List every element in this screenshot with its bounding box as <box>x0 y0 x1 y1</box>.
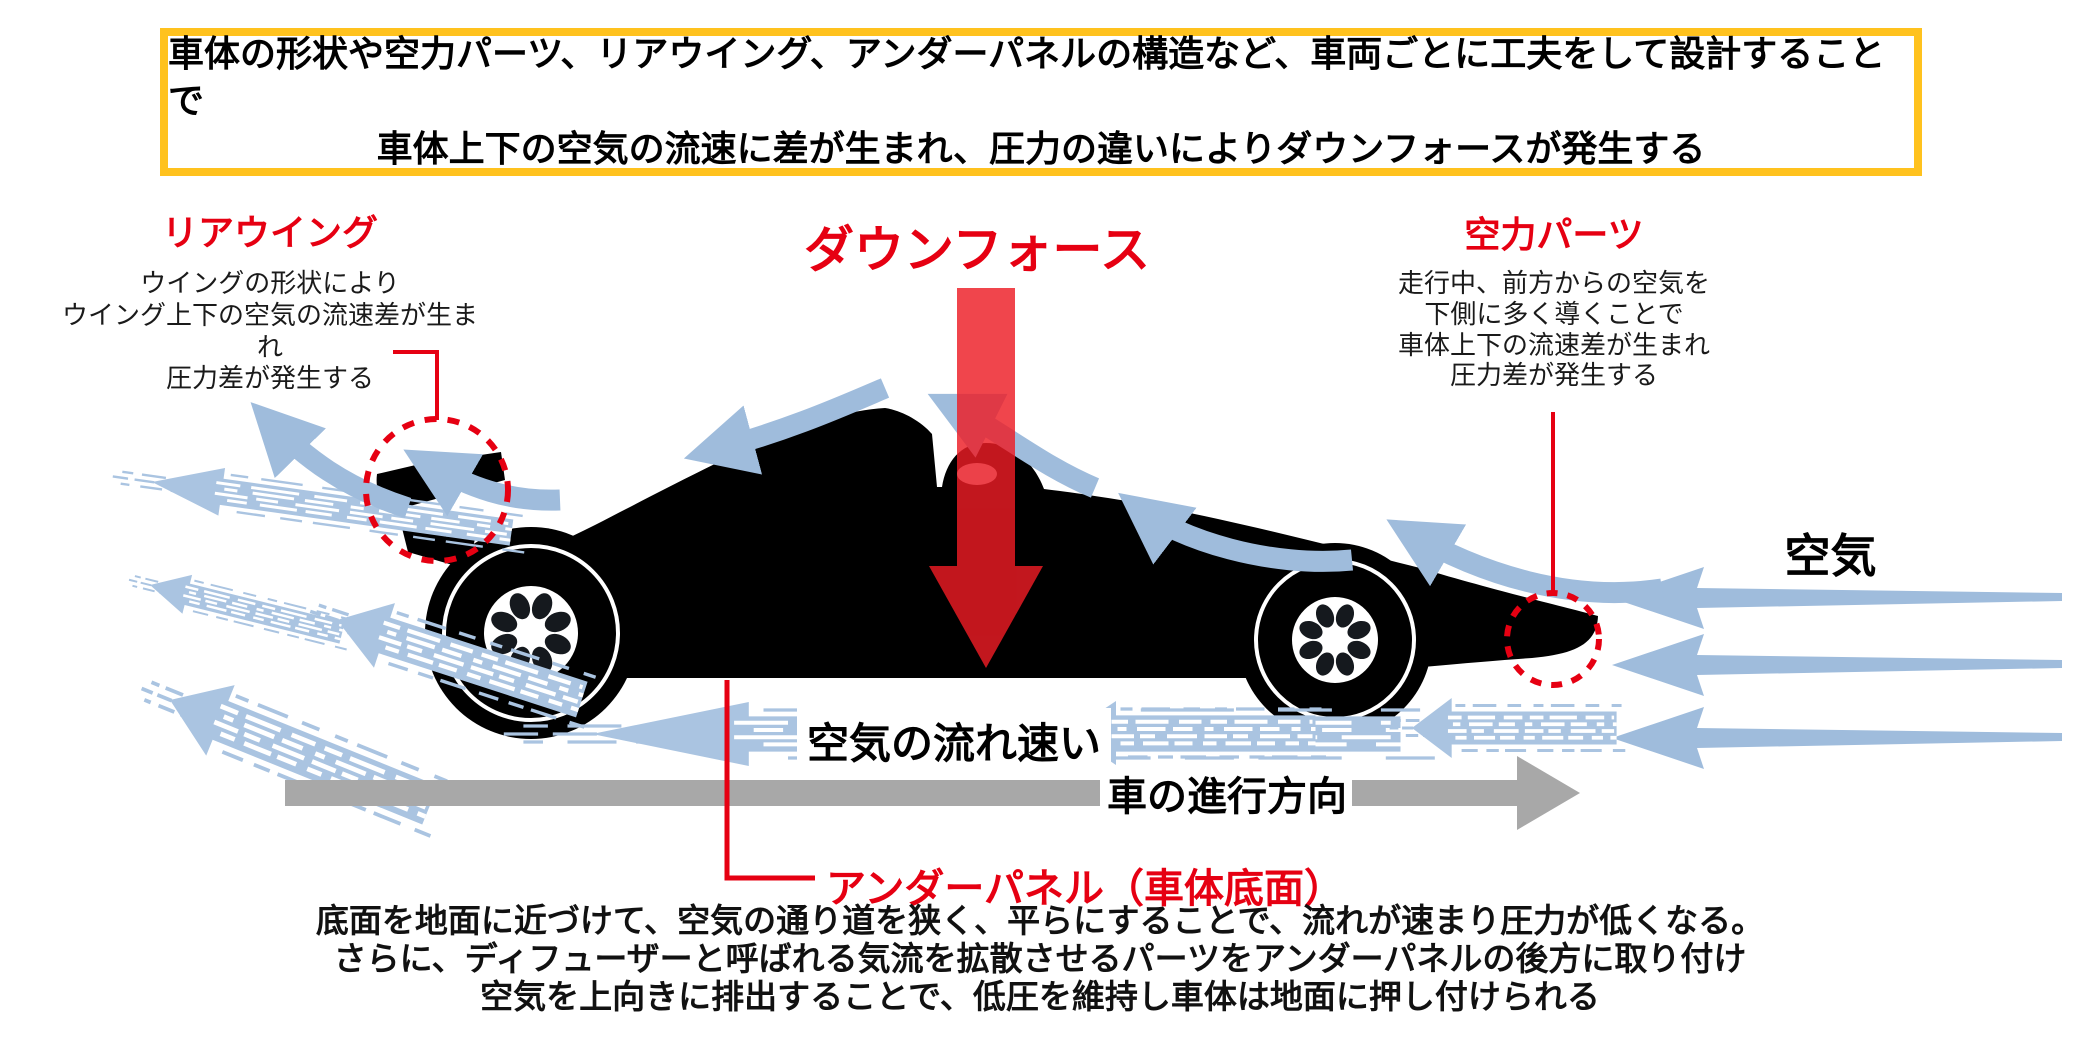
aero-parts-title: 空力パーツ <box>1464 215 1644 256</box>
overbody-flow-arrows <box>250 378 1664 604</box>
aero-parts-highlight-circle <box>1504 590 1602 688</box>
aero-parts-callout: 空力パーツ 走行中、前方からの空気を 下側に多く導くことで 車体上下の流速差が生… <box>1368 214 1740 392</box>
under-car-flow-label: 空気の流れ速い <box>797 708 1112 773</box>
rear-wing-desc-1: ウイングの形状により <box>140 269 400 300</box>
aero-parts-desc-4: 圧力差が発生する <box>1449 361 1658 392</box>
header-line-1: 車体の形状や空力パーツ、リアウイング、アンダーパネルの構造など、車両ごとに工夫を… <box>168 33 1886 123</box>
downforce-arrow <box>929 288 1043 668</box>
rear-wing-title: リアウイング <box>161 213 378 254</box>
header-line-2: 車体上下の空気の流速に差が生まれ、圧力の違いによりダウンフォースが発生する <box>376 128 1706 170</box>
direction-arrow <box>285 756 1580 830</box>
rear-wing-desc-2: ウイング上下の空気の流速差が生まれ <box>61 300 478 363</box>
air-label: 空気 <box>1784 529 1877 583</box>
direction-label: 車の進行方向 <box>1107 774 1347 820</box>
front-wheel <box>1238 543 1432 737</box>
aero-parts-desc-3: 車体上下の流速差が生まれ <box>1397 330 1710 361</box>
aero-parts-desc-1: 走行中、前方からの空気を <box>1397 269 1710 300</box>
under-panel-desc-3: 空気を上向きに排出することで、低圧を維持し車体は地面に押し付けられる <box>480 977 1600 1016</box>
rear-wheel <box>425 527 637 739</box>
under-panel-description: 底面を地面に近づけて、空気の通り道を狭く、平らにすることで、流れが速まり圧力が低… <box>190 902 1890 1016</box>
header-summary-box: 車体の形状や空力パーツ、リアウイング、アンダーパネルの構造など、車両ごとに工夫を… <box>160 28 1922 176</box>
downforce-title: ダウンフォース <box>804 221 1150 279</box>
rear-wing-callout: リアウイング ウイングの形状により ウイング上下の空気の流速差が生まれ 圧力差が… <box>60 212 480 396</box>
aero-parts-desc-2: 下側に多く導くことで <box>1424 299 1684 330</box>
incoming-air-arrows <box>1612 567 2062 769</box>
under-panel-desc-2: さらに、ディフューザーと呼ばれる気流を拡散させるパーツをアンダーパネルの後方に取… <box>333 939 1747 978</box>
callout-connectors <box>363 350 1602 881</box>
under-panel-desc-1: 底面を地面に近づけて、空気の通り道を狭く、平らにすることで、流れが速まり圧力が低… <box>315 901 1765 940</box>
rear-wing-highlight-circle <box>363 416 511 564</box>
rear-wing-desc-3: 圧力差が発生する <box>165 364 374 395</box>
under-panel-title: アンダーパネル（車体底面） <box>826 866 1344 912</box>
